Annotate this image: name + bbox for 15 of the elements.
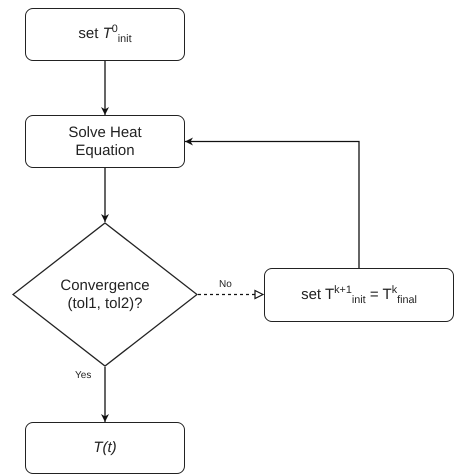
arrow [185, 138, 360, 268]
node-text: Convergence (tol1, tol2)? [59, 276, 151, 312]
process-box [25, 8, 185, 61]
arrow [101, 168, 109, 222]
decision-diamond [12, 222, 198, 367]
process-box [25, 115, 185, 168]
arrow [101, 367, 109, 422]
node-text: T(t) [93, 439, 117, 457]
process-box [264, 268, 454, 322]
edge-label: No [218, 278, 233, 290]
node-text: Solve Heat Equation [67, 124, 143, 160]
arrow [198, 290, 264, 300]
process-box [25, 422, 185, 474]
arrow [101, 61, 109, 115]
edge-label: Yes [74, 370, 92, 381]
